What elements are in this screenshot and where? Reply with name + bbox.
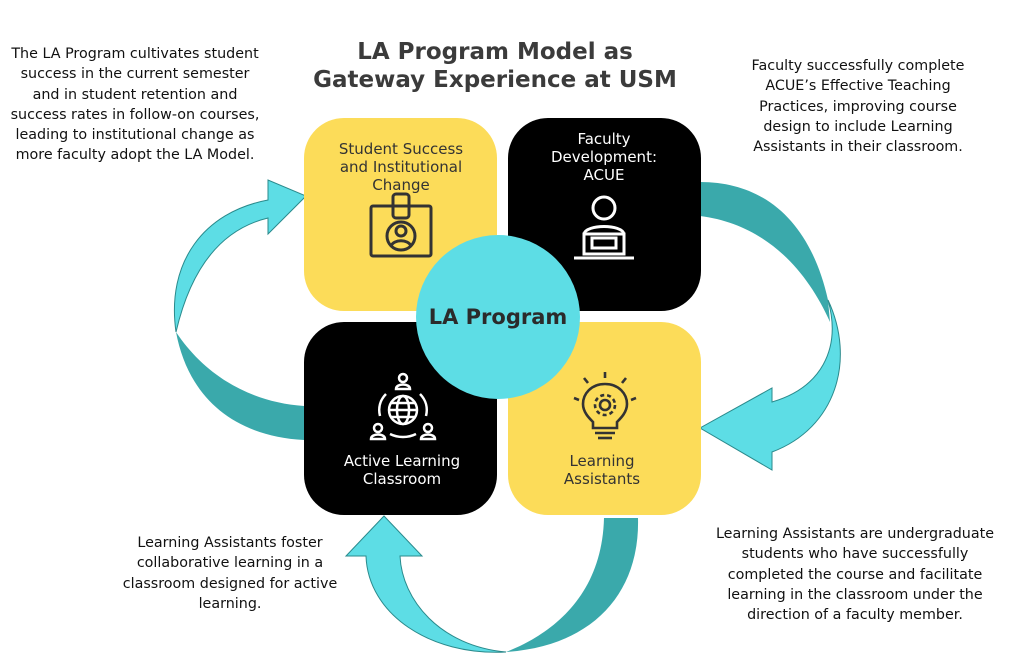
diagram-title: LA Program Model as Gateway Experience a… — [313, 39, 677, 93]
center-circle: LA Program — [416, 235, 580, 399]
quadrant-label-faculty-development: Faculty Development: ACUE — [550, 130, 658, 184]
lightbulb-gear-icon — [573, 372, 637, 440]
note-top-right: Faculty successfully complete ACUE’s Eff… — [751, 58, 965, 156]
quadrant-label-learning-assistants: Learning Assistants — [563, 452, 641, 488]
person-at-laptop-icon — [574, 195, 634, 260]
arrow-bottom — [344, 515, 639, 653]
center-label: LA Program — [428, 305, 568, 329]
note-bottom-right: Learning Assistants are undergraduate st… — [715, 526, 995, 624]
quadrant-label-student-success: Student Success and Institutional Change — [338, 140, 464, 194]
note-top-left: The LA Program cultivates student succes… — [10, 46, 260, 164]
arrow-right — [698, 182, 841, 471]
arrow-left — [174, 179, 307, 440]
id-badge-icon — [369, 192, 433, 258]
globe-people-network-icon — [369, 372, 437, 441]
quadrant-label-active-learning-classroom: Active Learning Classroom — [343, 452, 461, 488]
note-bottom-left: Learning Assistants foster collaborative… — [122, 535, 338, 612]
